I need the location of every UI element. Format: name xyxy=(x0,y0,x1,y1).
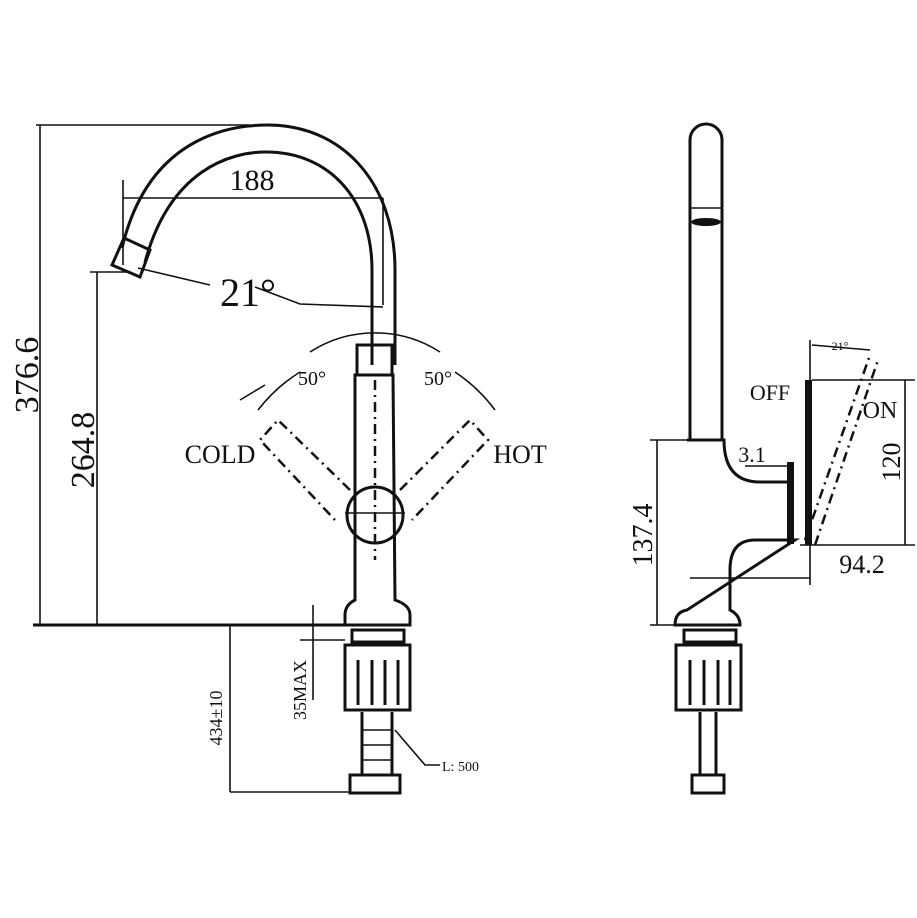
spout-height-label: 264.8 xyxy=(65,412,102,489)
spout-tube xyxy=(688,122,724,440)
hose-depth-label: 434±10 xyxy=(206,691,226,746)
side-hose xyxy=(698,712,718,775)
handle-angle-arcs xyxy=(239,332,496,411)
right-angle-label: 50° xyxy=(424,368,452,390)
mounting-nut xyxy=(343,643,412,712)
thread-ring xyxy=(350,628,406,644)
spout-reach-label: 188 xyxy=(230,164,275,197)
hot-handle-outline xyxy=(399,418,490,521)
gap-label: 3.1 xyxy=(738,442,766,467)
side-body xyxy=(673,438,801,627)
side-nut-grooves xyxy=(688,660,732,705)
off-label: OFF xyxy=(750,380,790,405)
body-height-label: 137.4 xyxy=(628,504,659,567)
hose-braid xyxy=(362,729,392,761)
hose-length-label: L: 500 xyxy=(442,760,479,775)
lever-angle-label: 21° xyxy=(832,339,849,353)
hot-label: HOT xyxy=(493,440,547,469)
total-height-label: 376.6 xyxy=(9,337,46,414)
hose-leader xyxy=(394,729,440,766)
hose-fitting xyxy=(348,773,402,795)
hose xyxy=(360,712,394,775)
handle-height-label: 120 xyxy=(877,443,906,482)
cold-label: COLD xyxy=(185,440,256,469)
aerator-opening xyxy=(691,218,721,226)
side-hose-fitting xyxy=(690,773,726,795)
cold-handle-outline xyxy=(258,418,351,521)
front-view: 376.6 264.8 188 21° 50° 50° COLD HOT xyxy=(9,123,547,795)
handle-reach-label: 94.2 xyxy=(839,550,885,579)
deck-thickness-label: 35MAX xyxy=(290,660,310,720)
handle-base xyxy=(787,462,794,544)
body xyxy=(343,373,412,627)
nut-grooves xyxy=(356,660,400,705)
aerator xyxy=(110,236,152,280)
side-view: 21° OFF ON 120 3.1 94.2 137.4 xyxy=(628,122,915,795)
on-label: ON xyxy=(863,398,898,424)
handle-on-outline xyxy=(803,354,880,546)
lever-angle-dimension xyxy=(811,344,871,351)
spout-angle-label: 21° xyxy=(220,270,276,315)
side-mounting-nut xyxy=(674,643,743,712)
body-collar xyxy=(355,343,394,377)
spout-outer xyxy=(120,123,397,365)
side-thread-ring xyxy=(682,628,738,644)
spout-inner xyxy=(143,150,374,365)
handle-off xyxy=(805,380,812,545)
angle-leader xyxy=(137,267,384,308)
left-angle-label: 50° xyxy=(298,368,326,390)
